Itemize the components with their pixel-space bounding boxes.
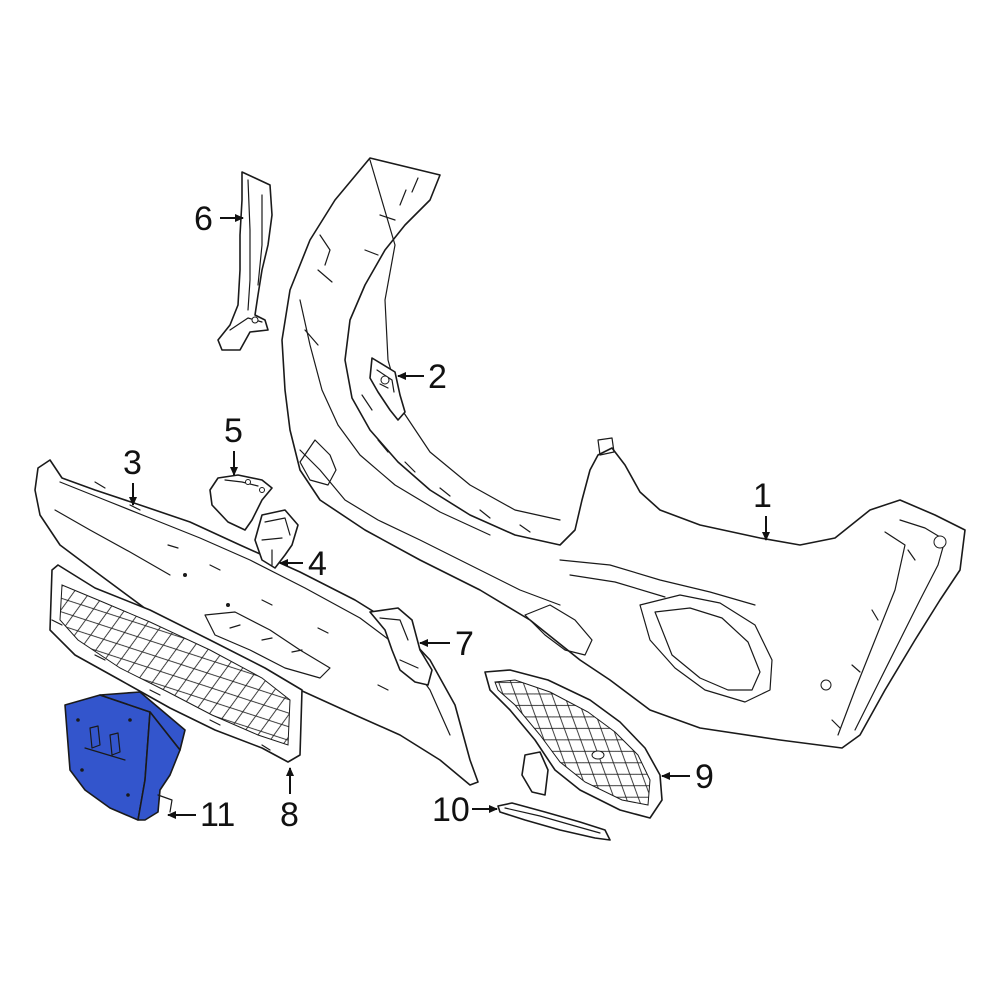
callout-8[interactable]: 8 [280,767,299,834]
callout-11[interactable]: 11 [167,796,235,834]
part-1-bumper-cover [281,157,966,749]
callout-4-label: 4 [308,545,327,583]
callout-9-label: 9 [695,758,714,796]
part-10-trim-strip [497,802,611,841]
callout-2[interactable]: 2 [397,358,447,396]
callout-11-label: 11 [200,796,235,834]
part-2-bracket [369,357,406,421]
callout-6-label: 6 [194,200,213,238]
callout-7-label: 7 [455,625,474,663]
part-11-license-bracket [64,691,186,821]
callout-1[interactable]: 1 [753,477,772,541]
callout-9[interactable]: 9 [661,758,714,796]
callout-2-label: 2 [428,358,447,396]
callout-7[interactable]: 7 [419,625,474,663]
part-8-lower-grille [49,564,303,763]
part-3-lower-spoiler [34,459,479,786]
callout-3[interactable]: 3 [123,444,142,506]
callout-5-label: 5 [224,412,243,450]
callout-8-label: 8 [280,796,299,834]
part-4-bracket [254,509,299,569]
part-9-side-grille [484,669,663,819]
callout-5[interactable]: 5 [224,412,243,476]
callout-3-label: 3 [123,444,142,482]
callout-10[interactable]: 10 [432,791,498,829]
part-7-bracket [369,607,433,686]
part-6-side-bracket [217,171,273,351]
callout-6[interactable]: 6 [194,200,244,238]
callout-4[interactable]: 4 [279,545,327,583]
callout-10-label: 10 [432,791,470,829]
part-5-cap [209,474,273,531]
callout-1-label: 1 [753,477,772,515]
